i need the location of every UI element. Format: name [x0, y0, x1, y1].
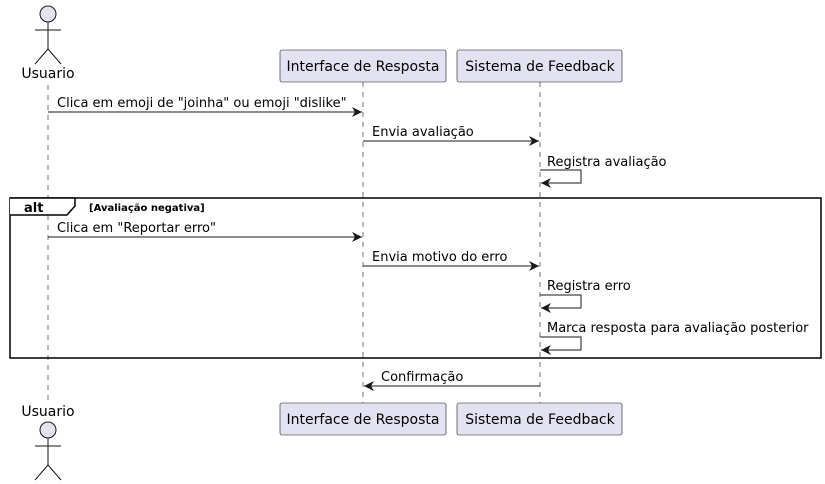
interface-participant-top: Interface de Resposta — [279, 49, 447, 83]
interface-participant-bottom-label: Interface de Resposta — [287, 412, 440, 428]
message-8-label: Confirmação — [381, 370, 463, 385]
user-actor-bottom-label: Usuario — [21, 404, 74, 420]
message-6-label: Registra erro — [547, 279, 631, 294]
message-3-label: Registra avaliação — [547, 155, 667, 170]
message-2-label: Envia avaliação — [372, 125, 474, 140]
feedback-participant-bottom: Sistema de Feedback — [456, 402, 623, 436]
alt-fragment: alt [Avaliação negativa] — [9, 197, 822, 359]
message-7-label: Marca resposta para avaliação posterior — [547, 321, 809, 336]
message-4-label: Clica em "Reportar erro" — [57, 221, 216, 236]
user-actor-bottom-icon — [34, 421, 62, 481]
interface-participant-top-label: Interface de Resposta — [287, 59, 440, 75]
alt-fragment-condition: [Avaliação negativa] — [89, 203, 205, 214]
feedback-participant-top: Sistema de Feedback — [456, 49, 623, 83]
user-actor-top-label: Usuario — [21, 66, 74, 82]
message-7-arrow — [540, 336, 582, 355]
message-3-arrow — [540, 169, 582, 188]
alt-fragment-keyword: alt — [24, 201, 43, 216]
message-5-label: Envia motivo do erro — [372, 250, 507, 265]
feedback-participant-bottom-label: Sistema de Feedback — [465, 412, 615, 428]
user-actor-top-icon — [34, 5, 62, 65]
feedback-participant-top-label: Sistema de Feedback — [465, 59, 615, 75]
message-1-label: Clica em emoji de "joinha" ou emoji "dis… — [57, 96, 347, 111]
message-6-arrow — [540, 294, 582, 313]
interface-participant-bottom: Interface de Resposta — [279, 402, 447, 436]
